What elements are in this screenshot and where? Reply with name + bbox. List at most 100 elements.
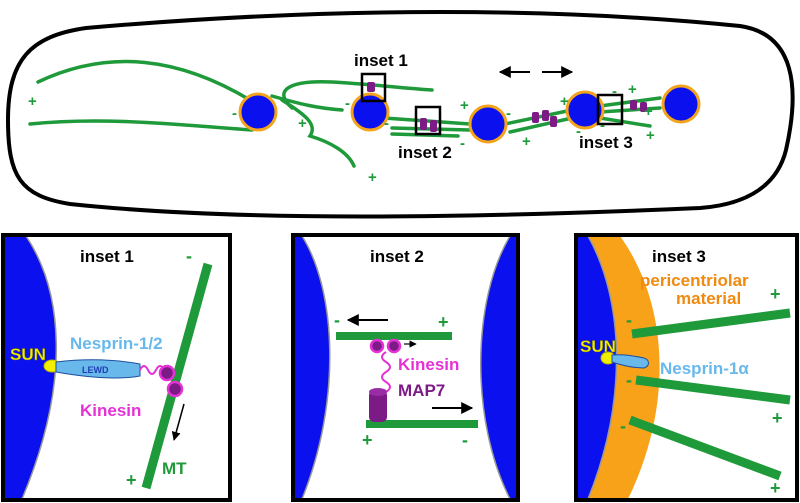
plus-marker: + (460, 97, 469, 114)
plus-marker: + (368, 169, 377, 186)
nucleus-1 (238, 92, 278, 132)
myotube-overview: inset 1 inset 2 inset 3 + - - + + - + - … (5, 10, 795, 219)
p1-title: inset 1 (80, 247, 134, 266)
overview-motor (630, 100, 637, 110)
inset-3-box (596, 93, 624, 126)
p2-plus-marker: + (438, 312, 449, 332)
p1-frame (1, 233, 232, 502)
p1-sun-label: SUN (10, 345, 46, 364)
p1-minus-marker: - (186, 246, 192, 266)
p1-microtubule (141, 262, 213, 490)
overview-mt-13 (598, 116, 652, 128)
minus-marker: - (612, 83, 617, 100)
p2-plus-marker: + (362, 430, 373, 450)
overview-mt-2 (28, 119, 254, 132)
overview-motor (640, 102, 647, 112)
plus-marker: + (28, 93, 37, 110)
plus-marker: + (298, 115, 307, 132)
p3-sun-label: SUN (580, 337, 616, 356)
plus-marker: + (644, 103, 653, 120)
p1-nuclear-envelope (21, 236, 58, 499)
minus-marker: - (600, 117, 605, 134)
p3-microtubule-3 (628, 415, 782, 481)
overview-nuclei (238, 84, 701, 144)
p1-lewd-label: LEWD (82, 365, 109, 375)
p1-nesprin-label: Nesprin-1/2 (70, 334, 163, 353)
minus-marker: - (460, 135, 465, 152)
p3-pcm-label-2: material (676, 289, 741, 308)
p2-kinesin-label: Kinesin (398, 355, 459, 374)
p3-minus-marker: - (620, 416, 626, 436)
minus-marker: - (384, 115, 389, 132)
p2-map7-cap (369, 388, 387, 396)
p1-kinesin-head (158, 364, 176, 382)
p2-envelope-right (480, 236, 511, 499)
p3-nesprin (611, 354, 649, 369)
p2-frame (291, 233, 520, 502)
plus-marker: + (628, 81, 637, 98)
p2-minus-marker: - (462, 430, 468, 450)
overview-microtubules (28, 59, 662, 168)
p2-map7 (369, 390, 387, 422)
p3-plus-marker: + (772, 408, 783, 428)
p2-map7-label: MAP7 (398, 381, 445, 400)
overview-mt-10 (508, 116, 574, 134)
minus-marker: - (345, 95, 350, 112)
nucleus-2 (350, 92, 390, 132)
p3-title: inset 3 (652, 247, 706, 266)
inset-2-panel: inset 2 Kinesin MAP7 - + + - (291, 233, 520, 502)
inset-3-label: inset 3 (579, 133, 633, 152)
overview-inset-boxes (360, 72, 624, 136)
inset-1-panel: LEWD inset 1 SUN Nesprin-1/2 Kinesin MT … (1, 233, 232, 502)
overview-motor (430, 120, 437, 132)
p2-nucleus-left (294, 236, 330, 499)
myotube-outline (5, 10, 795, 219)
inset-1-box (360, 72, 387, 103)
inset-1-label: inset 1 (354, 51, 408, 70)
p3-pcm-label-1: pericentriolar (640, 271, 749, 290)
p3-frame (574, 233, 799, 502)
p3-plus-marker: + (770, 478, 781, 498)
minus-marker: - (506, 105, 511, 122)
minus-marker: - (232, 105, 237, 122)
plus-marker: + (560, 93, 569, 110)
plus-marker: + (646, 127, 655, 144)
p1-plus-marker: + (126, 470, 137, 490)
overview-motor (542, 110, 549, 121)
nucleus-5 (661, 84, 701, 124)
p1-kinesin-label: Kinesin (80, 401, 141, 420)
nucleus-4 (565, 90, 605, 130)
p3-microtubule-2 (635, 375, 791, 405)
p2-nucleus-right (480, 236, 517, 499)
overview-motor (420, 118, 427, 130)
inset-3-panel: inset 3 pericentriolar material SUN Nesp… (574, 233, 799, 502)
p2-kinesin-head (369, 338, 385, 354)
minus-marker: - (576, 123, 581, 140)
p2-minus-marker: - (334, 310, 340, 330)
overview-mt-5 (270, 94, 344, 112)
p3-plus-marker: + (770, 284, 781, 304)
overview-mt-4 (280, 98, 356, 168)
p1-nesprin (55, 359, 141, 379)
p3-nucleus (577, 236, 617, 499)
p3-microtubule-1 (631, 308, 791, 339)
p3-minus-marker: - (626, 310, 632, 330)
p3-nesprin-label: Nesprin-1α (660, 359, 749, 378)
p1-kinesin-head (166, 380, 184, 398)
overview-motor (550, 116, 557, 127)
p3-minus-marker: - (626, 370, 632, 390)
overview-motor (532, 112, 539, 123)
p2-envelope-left (301, 236, 331, 499)
p1-mt-label: MT (162, 459, 187, 478)
p2-title: inset 2 (370, 247, 424, 266)
p2-kinesin-head (386, 338, 402, 354)
inset-2-box (414, 105, 442, 136)
inset-2-label: inset 2 (398, 143, 452, 162)
p1-motion-arrow (171, 403, 185, 441)
nucleus-3 (468, 104, 508, 144)
p1-nucleus (4, 236, 57, 499)
overview-polarity-markers: + - - + + - + - - + + - + - + + - (28, 81, 655, 186)
plus-marker: + (522, 133, 531, 150)
overview-mt-3 (282, 80, 434, 110)
